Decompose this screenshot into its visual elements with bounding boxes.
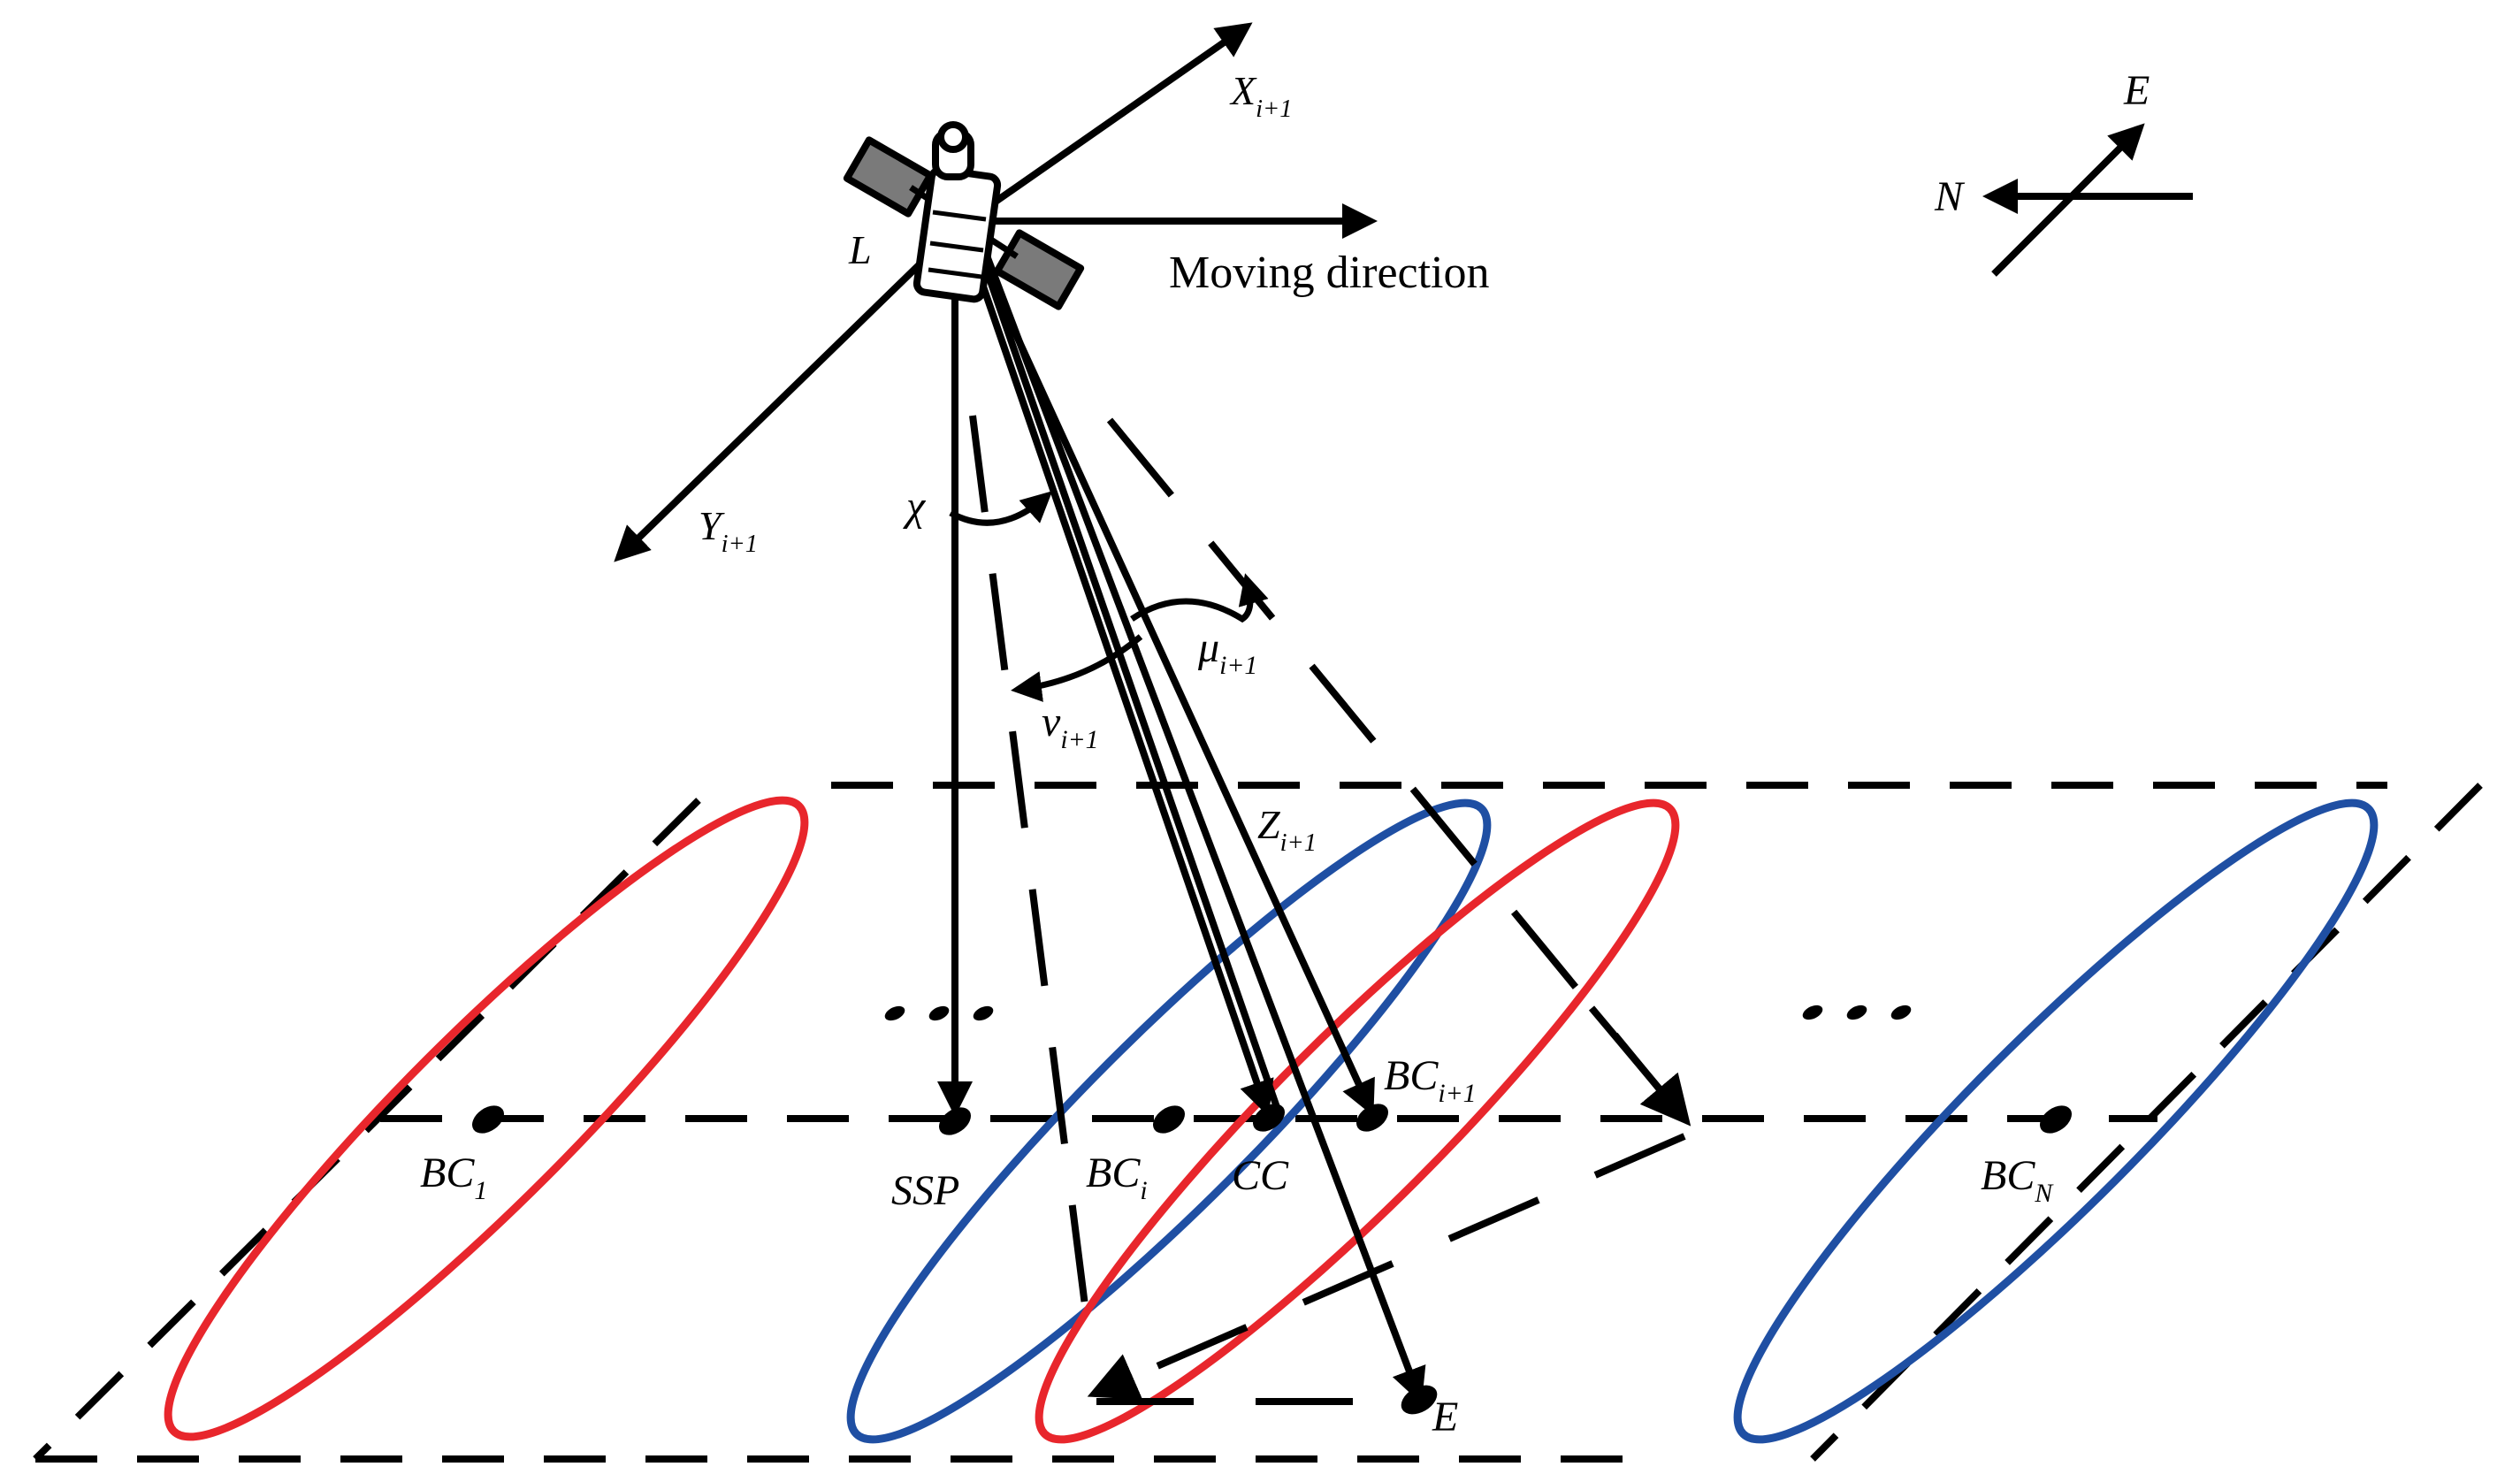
label-bci: BCi: [1086, 1150, 1148, 1205]
beam-bc1: [164, 796, 809, 1441]
label-satellite: L: [848, 227, 872, 272]
satellite-panel-left: [843, 136, 935, 218]
ellipsis-marks: [884, 1005, 1912, 1021]
scan-boundaries: [969, 415, 1686, 1405]
beam-rays: [937, 228, 1426, 1404]
angle-arcs: [949, 491, 1269, 702]
label-moving-direction: Moving direction: [1169, 248, 1490, 298]
axis-x: [952, 22, 1253, 233]
label-bcn: BCN: [1981, 1152, 2054, 1208]
satellite-icon: [843, 121, 1085, 310]
point-bcn: [2039, 1105, 2073, 1134]
ray-to-cc-a: [960, 228, 1274, 1117]
label-compass-north: N: [1934, 173, 1966, 220]
label-ssp: SSP: [891, 1167, 959, 1214]
beam-footprints: [164, 796, 2379, 1444]
labels: L Xi+1 Yi+1 Zi+1 Moving direction E N χ …: [420, 67, 2150, 1440]
boundary-lower-diagonal: [1087, 1133, 1686, 1400]
label-e: E: [1432, 1394, 1458, 1440]
beam-bci: [846, 798, 1492, 1444]
satellite-panel-right: [993, 229, 1085, 310]
ray-to-e: [974, 228, 1426, 1404]
label-angle-nu: νi+1: [1042, 699, 1099, 754]
axis-y: [614, 227, 958, 562]
compass-east-arrow: [1991, 123, 2145, 277]
label-axis-z: Zi+1: [1257, 802, 1317, 857]
ground-left-edge: [33, 798, 701, 1462]
point-bci1: [1355, 1104, 1389, 1132]
point-bci: [1152, 1105, 1186, 1134]
point-ssp: [938, 1107, 972, 1135]
label-angle-mu: μi+1: [1197, 624, 1257, 680]
point-bc1: [471, 1105, 505, 1134]
label-axis-x: Xi+1: [1229, 68, 1293, 123]
beam-bci1: [1035, 798, 1680, 1444]
arc-mu: [1130, 573, 1269, 623]
point-cc: [1252, 1104, 1286, 1132]
point-e: [1401, 1385, 1438, 1415]
satellite-body: [913, 165, 1002, 303]
beam-bcn: [1733, 798, 2379, 1444]
ground-right-edge: [1810, 783, 2483, 1462]
label-axis-y: Yi+1: [699, 503, 758, 558]
compass-icon: [1982, 123, 2193, 277]
ground-points: [471, 1104, 2073, 1415]
satellite-axes: [614, 22, 1378, 562]
label-bc1: BC1: [420, 1150, 487, 1205]
label-cc: CC: [1232, 1152, 1289, 1199]
ellipsis-left: [884, 1005, 994, 1021]
arc-nu: [1011, 634, 1143, 702]
arrow-to-right-boundary: [1588, 1005, 1691, 1127]
label-angle-chi: χ: [903, 483, 927, 530]
ellipsis-right: [1802, 1005, 1912, 1020]
ray-to-cc-b: [969, 228, 1281, 1112]
arc-chi: [949, 491, 1053, 526]
label-bci1: BCi+1: [1384, 1052, 1477, 1108]
label-compass-east: E: [2123, 67, 2150, 114]
